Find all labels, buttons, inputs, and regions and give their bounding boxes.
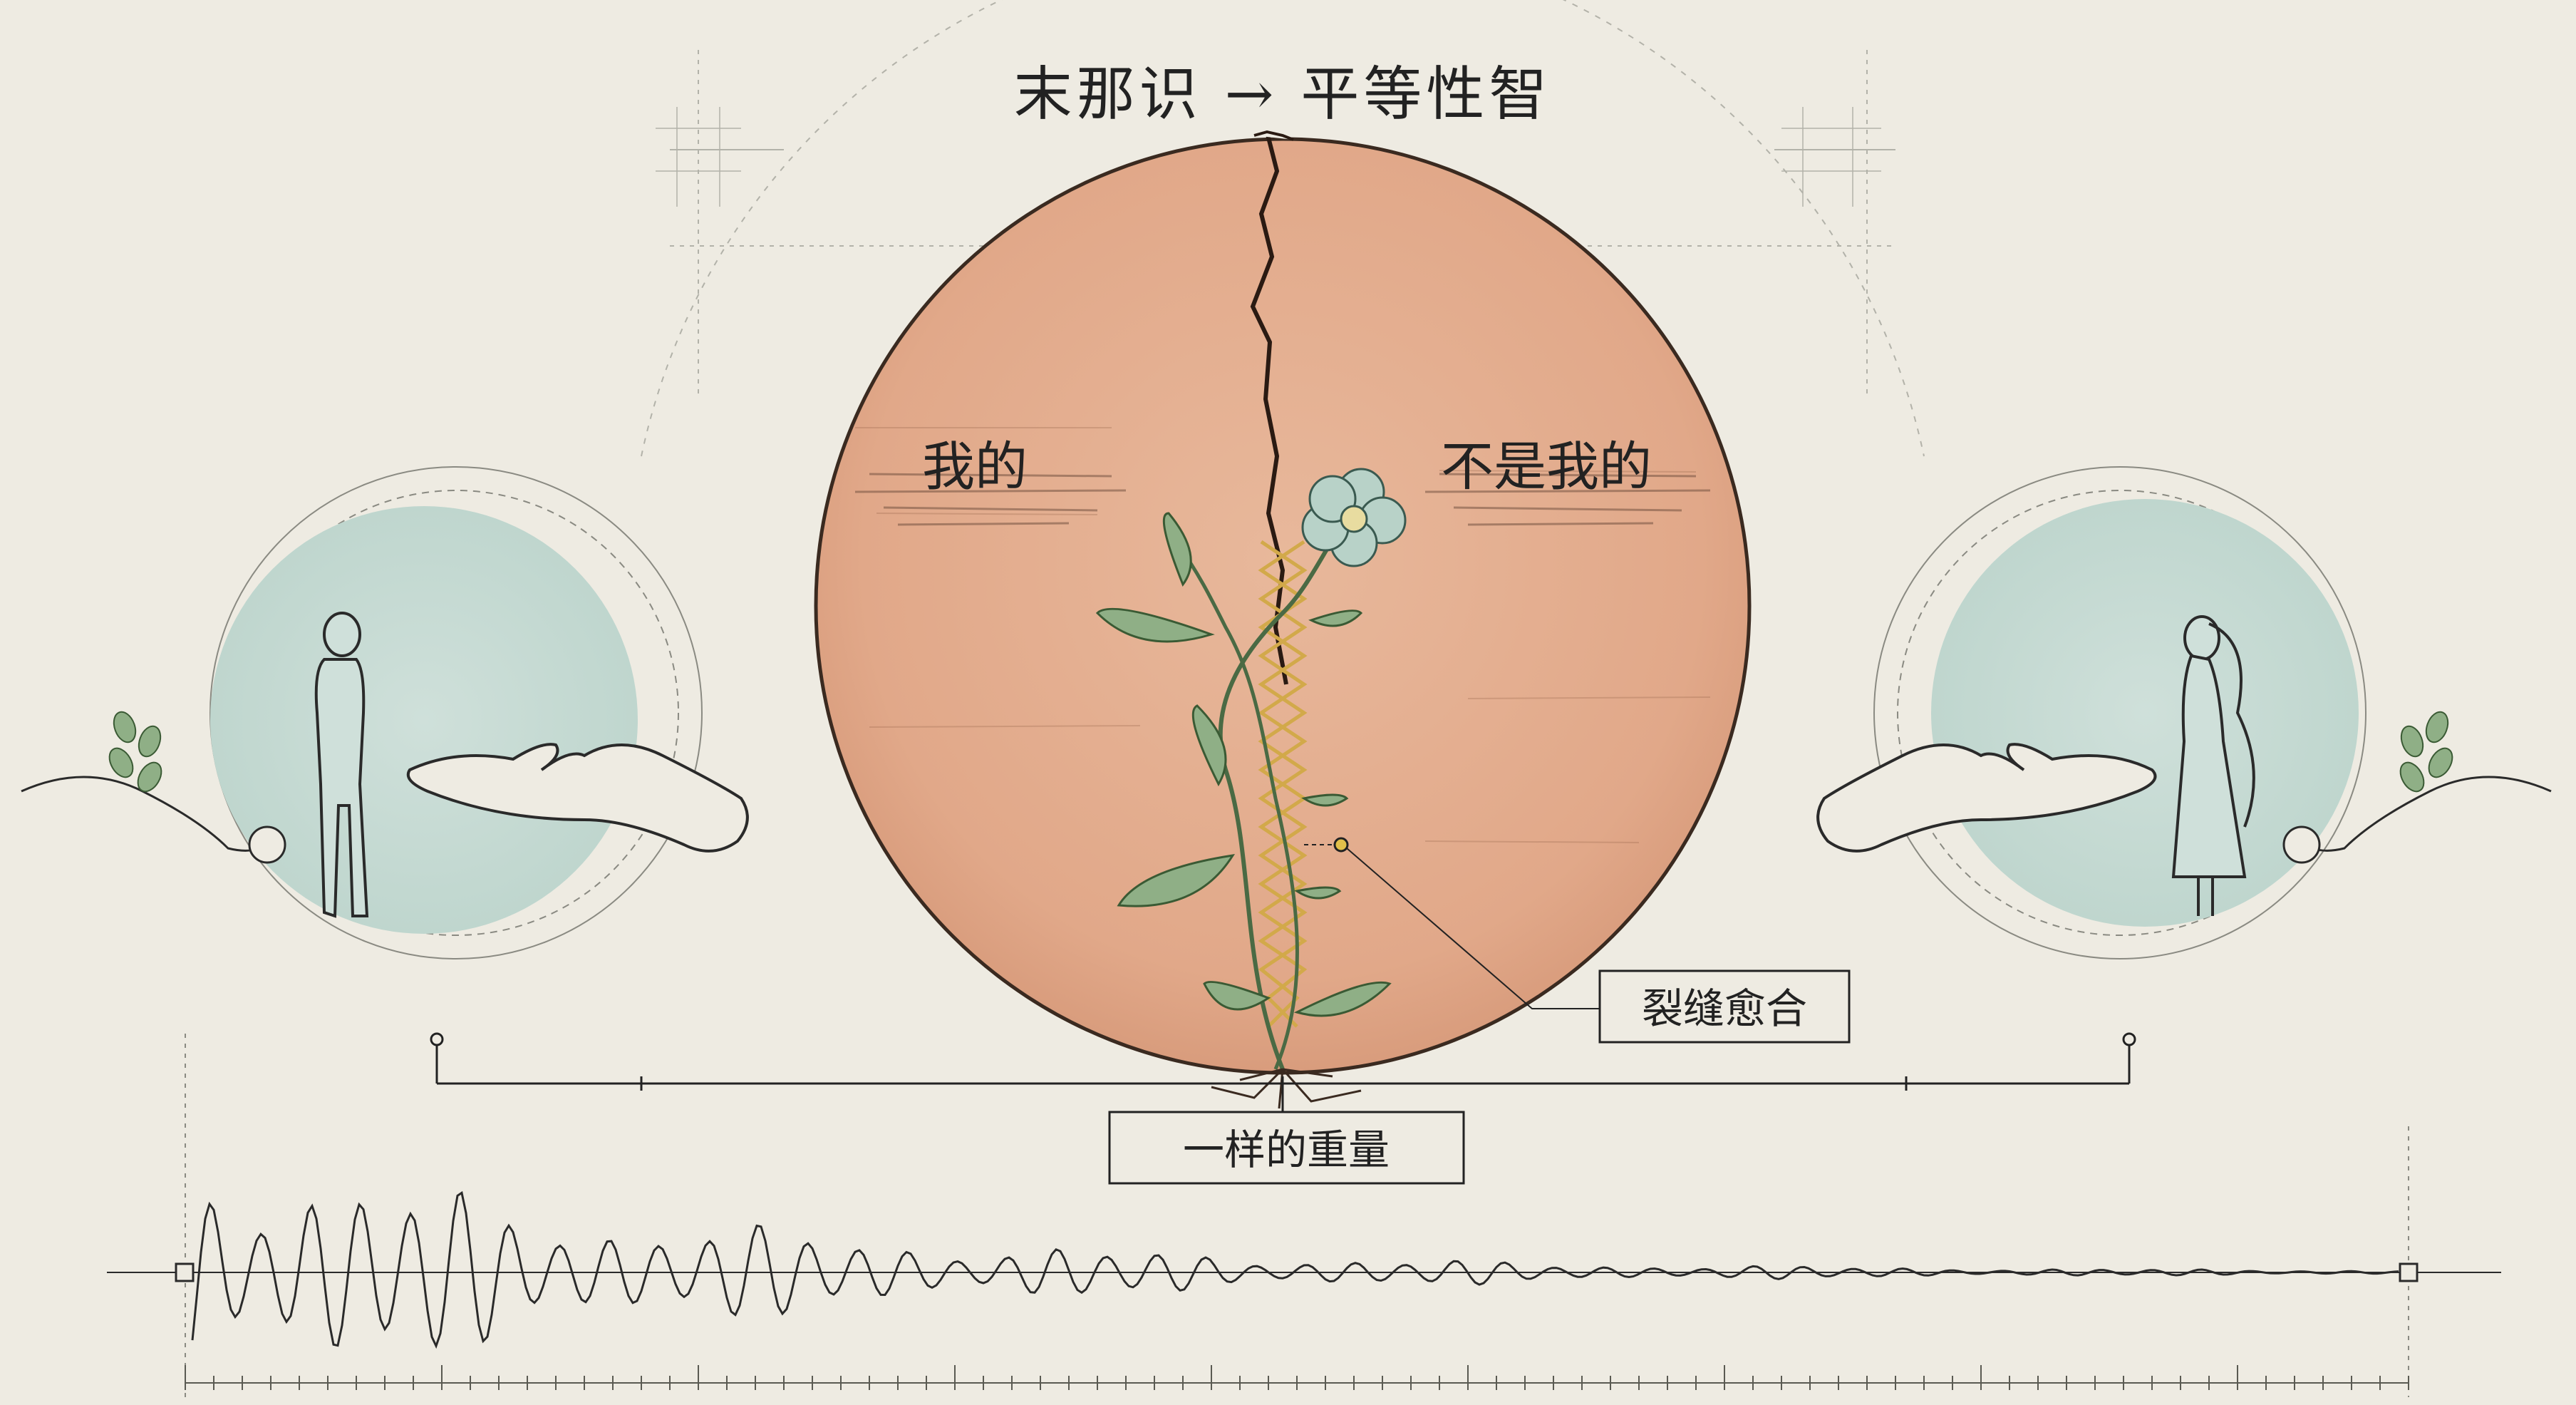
damped-waveform [107, 1034, 2501, 1397]
seam-callout-label: 裂缝愈合 [1642, 984, 1807, 1033]
balance-bar [430, 1032, 2136, 1112]
sprig-icon [108, 711, 162, 793]
left-hand-icon [406, 743, 749, 853]
balance-callout-label: 一样的重量 [1183, 1126, 1390, 1174]
leaf-icon [1095, 512, 1392, 1017]
balance-callout: 一样的重量 [1108, 1111, 1465, 1185]
standing-man-icon [314, 612, 369, 918]
right-hand-icon [1816, 743, 2157, 853]
ego-disc: 我的 不是我的 [814, 130, 1752, 1075]
label-not-mine: 不是我的 [1441, 436, 1652, 498]
flower-icon [1301, 468, 1407, 567]
sprig-icon [2399, 711, 2453, 793]
label-mine: 我的 [922, 436, 1028, 498]
left-medallion [21, 466, 749, 959]
seam-callout: 裂缝愈合 [1304, 837, 1851, 1044]
right-medallion [1816, 466, 2552, 959]
vine [1095, 468, 1407, 1109]
title: 末那识 → 平等性智 [1014, 61, 1552, 128]
roots [1211, 1068, 1362, 1109]
long-haired-woman-icon [2171, 615, 2255, 916]
crack [1250, 131, 1288, 685]
